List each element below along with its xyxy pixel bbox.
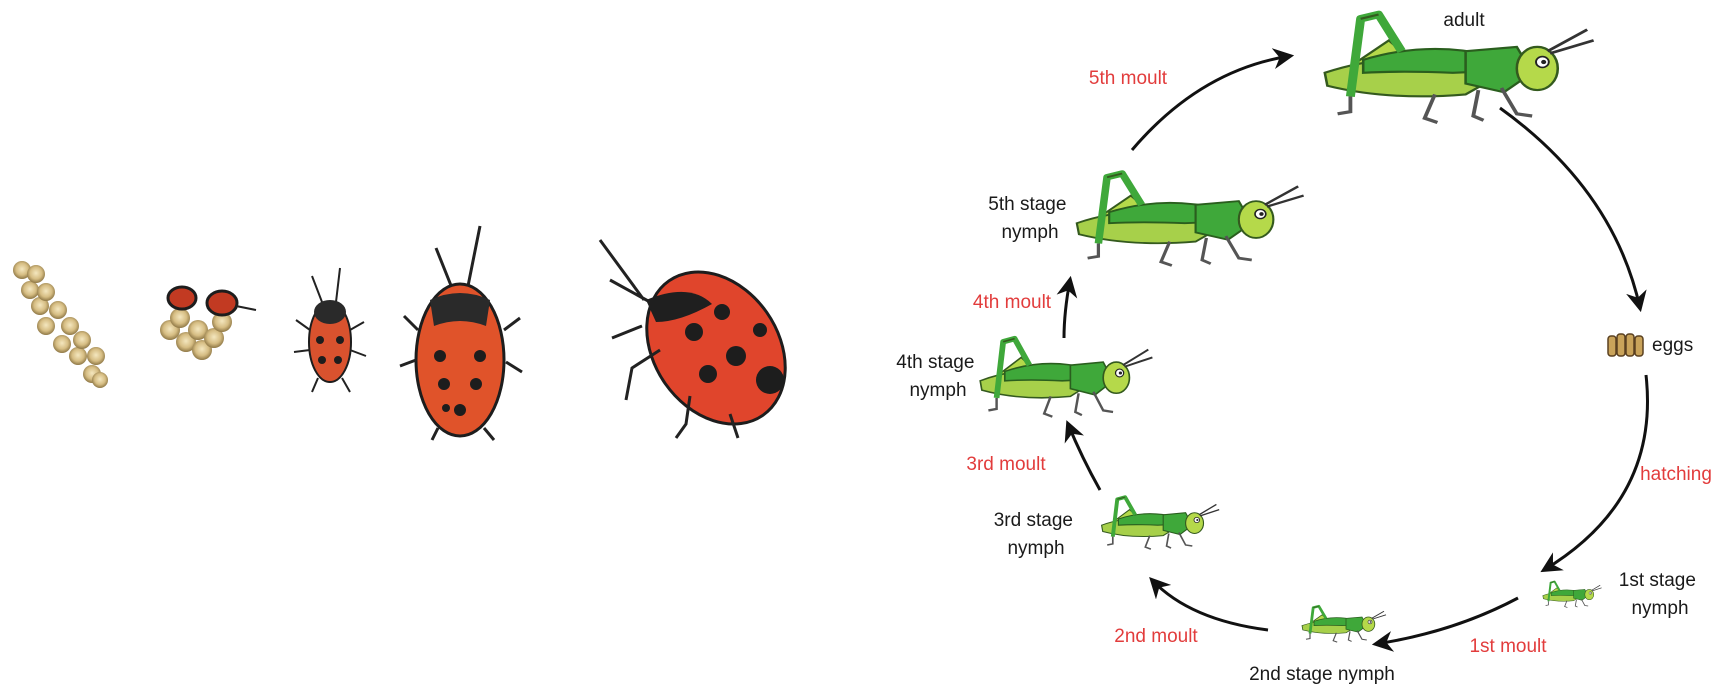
- label-adult: adult: [1443, 10, 1485, 31]
- label-eggs: eggs: [1652, 335, 1693, 356]
- grasshopper-eggs: [1608, 334, 1643, 356]
- arrow-2nd-to-3rd: [1152, 580, 1268, 630]
- label-first-moult: 1st moult: [1469, 636, 1547, 657]
- label-hatching: hatching: [1640, 464, 1712, 485]
- bug-hatching-nymphs: [160, 287, 256, 360]
- cycle-arrows: [1064, 56, 1648, 644]
- label-first-stage: 1st stage nymph: [1619, 570, 1701, 619]
- label-third-stage: 3rd stage nymph: [994, 510, 1079, 559]
- second-stage-nymph-grasshopper: [1302, 606, 1386, 642]
- arrow-adult-to-eggs: [1500, 108, 1640, 308]
- fifth-stage-nymph-grasshopper: [1077, 174, 1304, 266]
- label-second-stage: 2nd stage nymph: [1249, 664, 1395, 685]
- label-fifth-stage: 5th stage nymph: [988, 194, 1071, 243]
- label-fifth-moult: 5th moult: [1089, 68, 1168, 89]
- bug-eggs-cluster: [13, 261, 108, 388]
- first-stage-nymph-grasshopper: [1543, 582, 1602, 608]
- arrow-3rd-to-4th: [1068, 424, 1100, 490]
- arrow-4th-to-5th: [1064, 280, 1070, 338]
- label-fourth-moult: 4th moult: [973, 292, 1052, 313]
- arrow-eggs-to-1st: [1544, 375, 1648, 570]
- bug-adult: [600, 240, 814, 451]
- label-third-moult: 3rd moult: [966, 454, 1046, 475]
- label-second-moult: 2nd moult: [1114, 626, 1198, 647]
- fourth-stage-nymph-grasshopper: [980, 339, 1152, 417]
- bug-nymph-large: [400, 226, 522, 440]
- label-fourth-stage: 4th stage nymph: [896, 352, 979, 401]
- bug-nymph-small: [294, 268, 366, 392]
- third-stage-nymph-grasshopper: [1102, 497, 1220, 549]
